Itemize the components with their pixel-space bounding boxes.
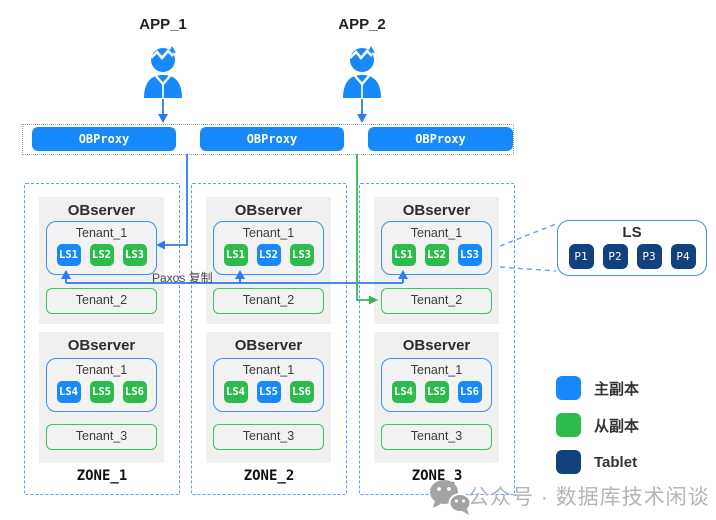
zone2-observer-2: OBserver Tenant_1 LS4 LS5 LS6 Tenant_3 (206, 332, 331, 463)
observer-title: OBserver (234, 202, 303, 219)
ls-chip: LS4 (56, 381, 81, 403)
tablet-chip: P4 (670, 244, 696, 269)
tenant-name: Tenant_2 (410, 293, 463, 307)
zone3-tenant1: Tenant_1 LS1 LS2 LS3 (381, 221, 492, 275)
ls-chip: LS5 (424, 381, 449, 403)
tenant-name: Tenant_2 (242, 293, 295, 307)
obproxy-cluster-container: OBProxy OBProxy OBProxy (22, 124, 514, 155)
wechat-icon (430, 480, 472, 515)
legend-item-primary: 主副本 (556, 376, 639, 400)
ls-chip: LS3 (457, 244, 482, 266)
ls-detail-box: LS P1 P2 P3 P4 (557, 220, 707, 276)
observer-title: OBserver (67, 337, 136, 354)
zone1-tenant2: Tenant_2 (46, 288, 157, 314)
legend-item-tablet: Tablet (556, 450, 639, 474)
watermark-text: 公众号 · 数据库技术闲谈 (468, 486, 710, 509)
tenant-name: Tenant_3 (242, 429, 295, 443)
zone1-tenant3: Tenant_3 (46, 424, 157, 450)
tenant-name: Tenant_3 (410, 429, 463, 443)
app1-label: APP_1 (139, 16, 187, 33)
obproxy-2: OBProxy (200, 127, 344, 151)
primary-replica-swatch (556, 376, 581, 400)
legend-label: 主副本 (594, 380, 640, 398)
ls-chip: LS6 (289, 381, 314, 403)
tablet-chip: P2 (602, 244, 628, 269)
ls-chip: LS2 (89, 244, 114, 266)
obproxy-3: OBProxy (368, 127, 513, 151)
ls-chip: LS1 (56, 244, 81, 266)
tenant-name: Tenant_2 (75, 293, 128, 307)
observer-title: OBserver (67, 202, 136, 219)
app2-user-icon (343, 46, 381, 98)
zone2-tenant3: Tenant_3 (213, 424, 324, 450)
obproxy-1: OBProxy (32, 127, 176, 151)
zone-2: OBserver Tenant_1 LS1 LS2 LS3 Tenant_2 O… (191, 183, 347, 495)
zone1-tenant1b: Tenant_1 LS4 LS5 LS6 (46, 358, 157, 412)
zone-1: OBserver Tenant_1 LS1 LS2 LS3 Tenant_2 O… (24, 183, 180, 495)
zone2-label: ZONE_2 (243, 468, 295, 484)
observer-title: OBserver (402, 202, 471, 219)
paxos-replication-label: Paxos 复制 (152, 271, 213, 285)
ls-chip: LS6 (122, 381, 147, 403)
tenant-name: Tenant_1 (75, 363, 128, 377)
follower-replica-swatch (556, 413, 581, 437)
app1-user-icon (144, 46, 182, 98)
ls-chip: LS2 (424, 244, 449, 266)
ls-chip: LS3 (122, 244, 147, 266)
tenant-name: Tenant_1 (242, 363, 295, 377)
ls-chip: LS6 (457, 381, 482, 403)
zone3-label: ZONE_3 (411, 468, 463, 484)
legend: 主副本 从副本 Tablet (556, 376, 639, 474)
ls-chip: LS1 (391, 244, 416, 266)
tablet-chip: P3 (636, 244, 662, 269)
zone3-tenant1b: Tenant_1 LS4 LS5 LS6 (381, 358, 492, 412)
ls-chip: LS3 (289, 244, 314, 266)
ls-detail-title: LS (622, 224, 642, 241)
zone3-observer-1: OBserver Tenant_1 LS1 LS2 LS3 Tenant_2 (374, 197, 499, 324)
legend-item-follower: 从副本 (556, 413, 639, 437)
ls-chip: LS4 (223, 381, 248, 403)
zone3-tenant3: Tenant_3 (381, 424, 492, 450)
zone2-tenant2: Tenant_2 (213, 288, 324, 314)
tablet-chip: P1 (568, 244, 594, 269)
ls-chip: LS5 (89, 381, 114, 403)
zone1-observer-2: OBserver Tenant_1 LS4 LS5 LS6 Tenant_3 (39, 332, 164, 463)
zone3-tenant2: Tenant_2 (381, 288, 492, 314)
observer-title: OBserver (402, 337, 471, 354)
zone3-observer-2: OBserver Tenant_1 LS4 LS5 LS6 Tenant_3 (374, 332, 499, 463)
app2-label: APP_2 (338, 16, 386, 33)
zone-3: OBserver Tenant_1 LS1 LS2 LS3 Tenant_2 O… (359, 183, 515, 495)
zone1-label: ZONE_1 (76, 468, 128, 484)
tenant-name: Tenant_1 (75, 226, 128, 240)
tenant-name: Tenant_1 (410, 363, 463, 377)
observer-title: OBserver (234, 337, 303, 354)
zone2-tenant1b: Tenant_1 LS4 LS5 LS6 (213, 358, 324, 412)
zone2-tenant1: Tenant_1 LS1 LS2 LS3 (213, 221, 324, 275)
ls-chip: LS5 (256, 381, 281, 403)
legend-label: Tablet (594, 453, 638, 471)
tenant-name: Tenant_1 (410, 226, 463, 240)
tenant-name: Tenant_1 (242, 226, 295, 240)
legend-label: 从副本 (594, 417, 640, 435)
tenant-name: Tenant_3 (75, 429, 128, 443)
ls-chip: LS4 (391, 381, 416, 403)
zone2-observer-1: OBserver Tenant_1 LS1 LS2 LS3 Tenant_2 (206, 197, 331, 324)
ls-chip: LS1 (223, 244, 248, 266)
tablet-swatch (556, 450, 581, 474)
zone1-tenant1: Tenant_1 LS1 LS2 LS3 (46, 221, 157, 275)
zone1-observer-1: OBserver Tenant_1 LS1 LS2 LS3 Tenant_2 (39, 197, 164, 324)
ls-chip: LS2 (256, 244, 281, 266)
